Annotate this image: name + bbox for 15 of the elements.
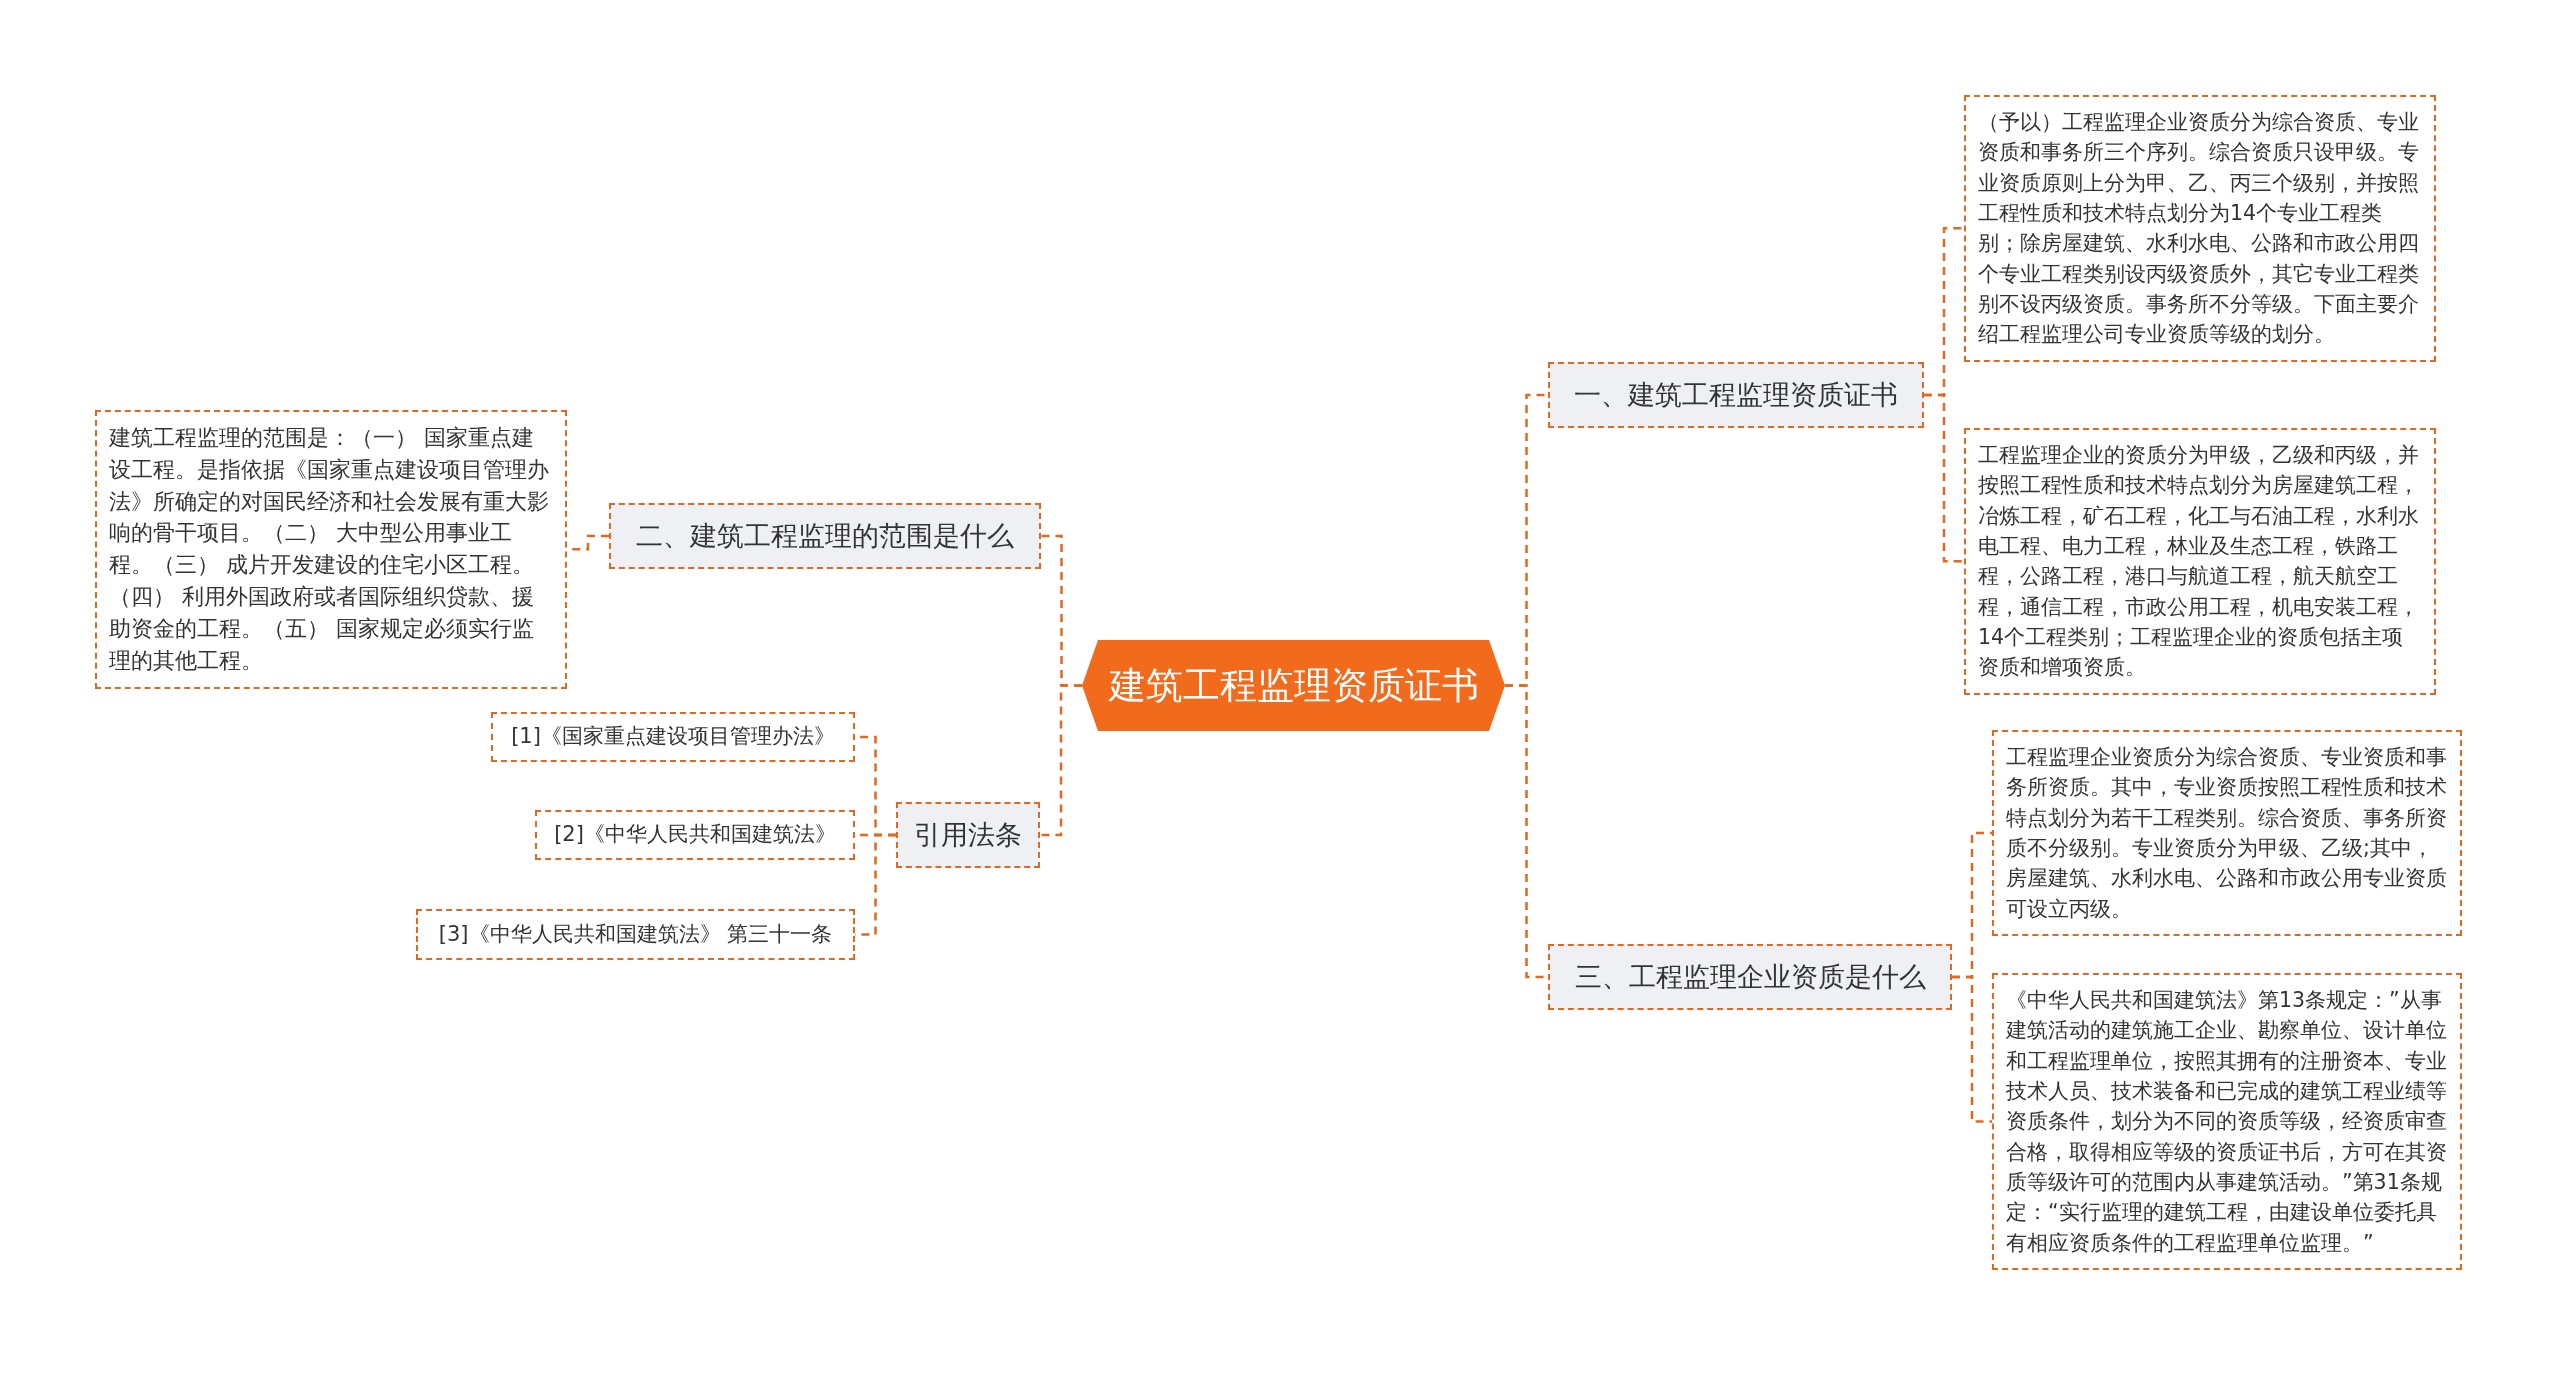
topic-box: 三、工程监理企业资质是什么 [1548,944,1952,1010]
topic-box: 引用法条 [896,802,1040,868]
note-box: [2]《中华人民共和国建筑法》 [535,810,855,860]
connector-line [1924,393,1964,563]
note-box: 《中华人民共和国建筑法》第13条规定：”从事建筑活动的建筑施工企业、勘察单位、设计单位和工程监理单位，按照其拥有的注册资本、专业技术人员、技术装备和已完成的建筑工程业绩等资质条件，划分为不同的资质等级，经资质审查合格，取得相应等级的资质证书后，方可在其资质等级许可的范围内从事建筑活动。”第31条规定：“实行监理的建筑工程，由建设单位委托具有相应资质条件的工程监理单位监理。” [1992,973,2462,1270]
note-box: （予以）工程监理企业资质分为综合资质、专业资质和事务所三个序列。综合资质只设甲级。专业资质原则上分为甲、乙、丙三个级别，并按照工程性质和技术特点划分为14个专业工程类别；除房屋建筑、水利水电、公路和市政公用四个专业工程类别设丙级资质外，其它专业工程类别不设丙级资质。事务所不分等级。下面主要介绍工程监理公司专业资质等级的划分。 [1964,95,2436,362]
note-box: [3]《中华人民共和国建筑法》 第三十一条 [416,909,855,960]
note-box: 工程监理企业的资质分为甲级，乙级和丙级，并按照工程性质和技术特点划分为房屋建筑工程，冶炼工程，矿石工程，化工与石油工程，水利水电工程、电力工程，林业及生态工程，铁路工程，公路工程，港口与航道工程，航天航空工程，通信工程，市政公用工程，机电安装工程，14个工程类别；工程监理企业的资质包括主项资质和增项资质。 [1964,428,2436,695]
connector-line [1040,684,1082,837]
note-box: [1]《国家重点建设项目管理办法》 [491,712,855,762]
note-box: 工程监理企业资质分为综合资质、专业资质和事务所资质。其中，专业资质按照工程性质和技术特点划分为若干工程类别。综合资质、事务所资质不分级别。专业资质分为甲级、乙级;其中，房屋建筑、水利水电、公路和市政公用专业资质可设立丙级。 [1992,730,2462,936]
connector-line [1952,975,1992,1123]
note-box: 建筑工程监理的范围是：（一） 国家重点建设工程。是指依据《国家重点建设项目管理办法》所确定的对国民经济和社会发展有重大影响的骨干项目。（二） 大中型公用事业工程。（三） 成片开发建设的住宅小区工程。（四） 利用外国政府或者国际组织贷款、援助资金的工程。（五） 国家规定必须实行监理的其他工程。 [95,410,567,689]
topic-box: 一、建筑工程监理资质证书 [1548,362,1924,428]
topic-box: 二、建筑工程监理的范围是什么 [609,503,1041,569]
